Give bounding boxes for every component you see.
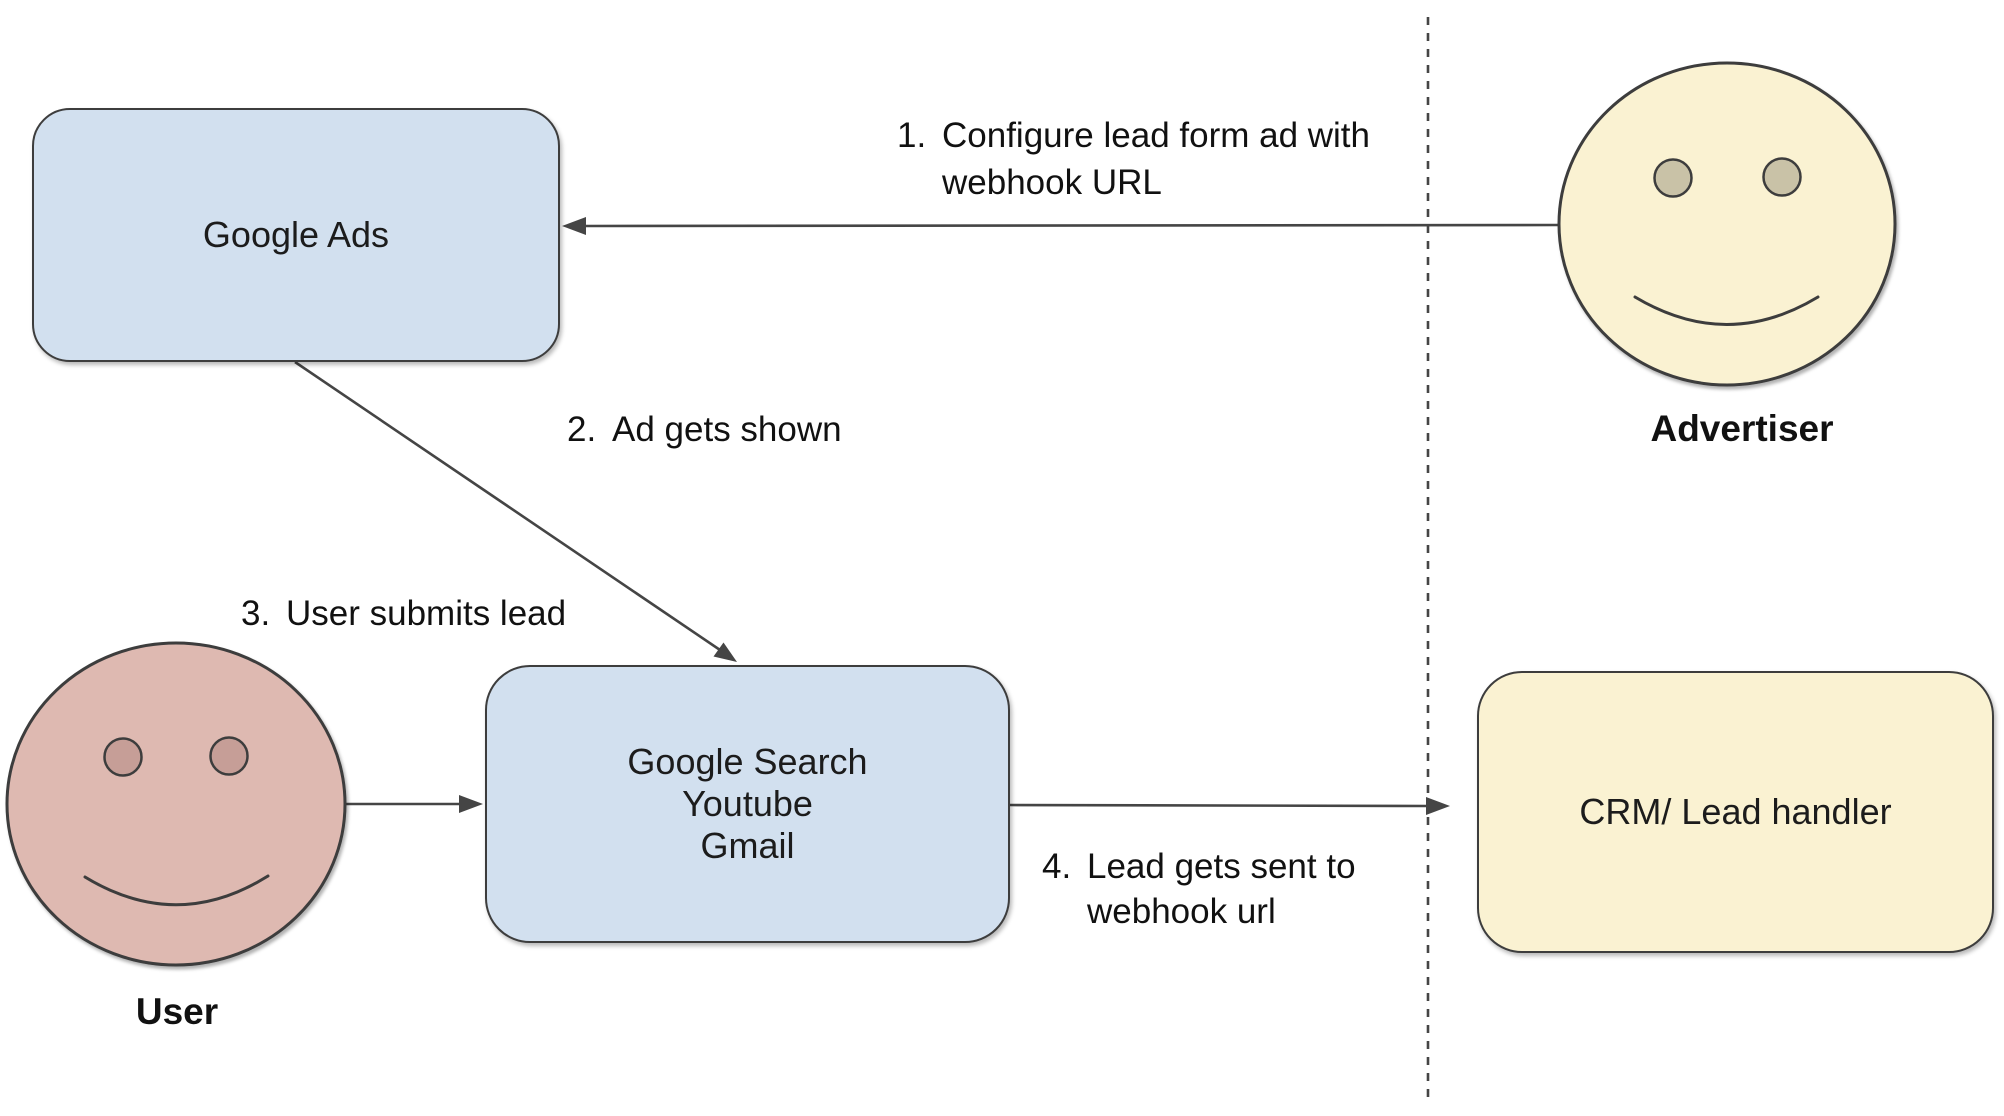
step-text-line: Configure lead form ad with — [942, 116, 1370, 155]
step-number: 3. — [241, 594, 271, 633]
arrow-user-submits-lead — [346, 795, 483, 813]
left-eye-icon — [1653, 158, 1693, 198]
arrow-lead-sent-to-webhook — [1009, 797, 1450, 815]
user-face-icon — [5, 641, 347, 967]
crm-lead-handler-node: CRM/ Lead handler — [1477, 671, 1994, 953]
label-line: Gmail — [700, 825, 795, 866]
step-text: Configure lead form ad with webhook URL — [942, 112, 1370, 206]
step-label-2: 2. Ad gets shown — [567, 408, 842, 452]
step-number: 1. — [897, 116, 927, 155]
step-label-3: 3. User submits lead — [241, 592, 566, 636]
step-text-line: Ad gets shown — [612, 410, 842, 449]
google-properties-label: Google Search Youtube Gmail — [627, 741, 867, 867]
face-circle — [1557, 61, 1897, 387]
user-caption: User — [135, 991, 219, 1032]
arrow-ad-gets-shown — [294, 360, 737, 662]
step-label-4: 4. Lead gets sent to webhook url — [1042, 844, 1356, 934]
arrow-line — [583, 223, 1560, 228]
arrow-line — [1009, 803, 1431, 808]
step-label-1: 1. Configure lead form ad with webhook U… — [897, 112, 1370, 206]
right-eye-icon — [209, 736, 249, 776]
smile-icon — [83, 874, 270, 907]
left-eye-icon — [103, 737, 143, 777]
step-text-line: User submits lead — [286, 594, 567, 633]
smile-icon — [1633, 295, 1820, 326]
arrowhead-left-icon — [562, 217, 586, 235]
step-number: 4. — [1042, 847, 1072, 886]
arrowhead-right-icon — [1426, 797, 1450, 815]
arrowhead-right-icon — [459, 795, 483, 813]
step-text-line: webhook url — [1087, 892, 1276, 931]
step-text: User submits lead — [286, 592, 566, 636]
google-ads-label: Google Ads — [202, 214, 390, 255]
google-properties-node: Google Search Youtube Gmail — [485, 665, 1010, 943]
advertiser-caption: Advertiser — [1650, 408, 1834, 449]
arrowhead-down-right-icon — [713, 642, 737, 662]
step-number: 2. — [567, 410, 597, 449]
arrow-configure-lead-form — [562, 217, 1560, 235]
right-eye-icon — [1762, 157, 1802, 197]
step-text-line: webhook URL — [942, 163, 1162, 202]
google-ads-node: Google Ads — [32, 108, 560, 362]
label-line: Youtube — [682, 783, 813, 824]
step-text-line: Lead gets sent to — [1087, 847, 1356, 886]
label-line: Google Search — [627, 741, 868, 782]
step-text: Lead gets sent to webhook url — [1087, 844, 1356, 934]
crm-label: CRM/ Lead handler — [1579, 791, 1892, 832]
arrow-line — [294, 360, 724, 654]
face-circle — [5, 641, 347, 967]
step-text: Ad gets shown — [612, 408, 842, 452]
advertiser-face-icon — [1557, 61, 1897, 387]
